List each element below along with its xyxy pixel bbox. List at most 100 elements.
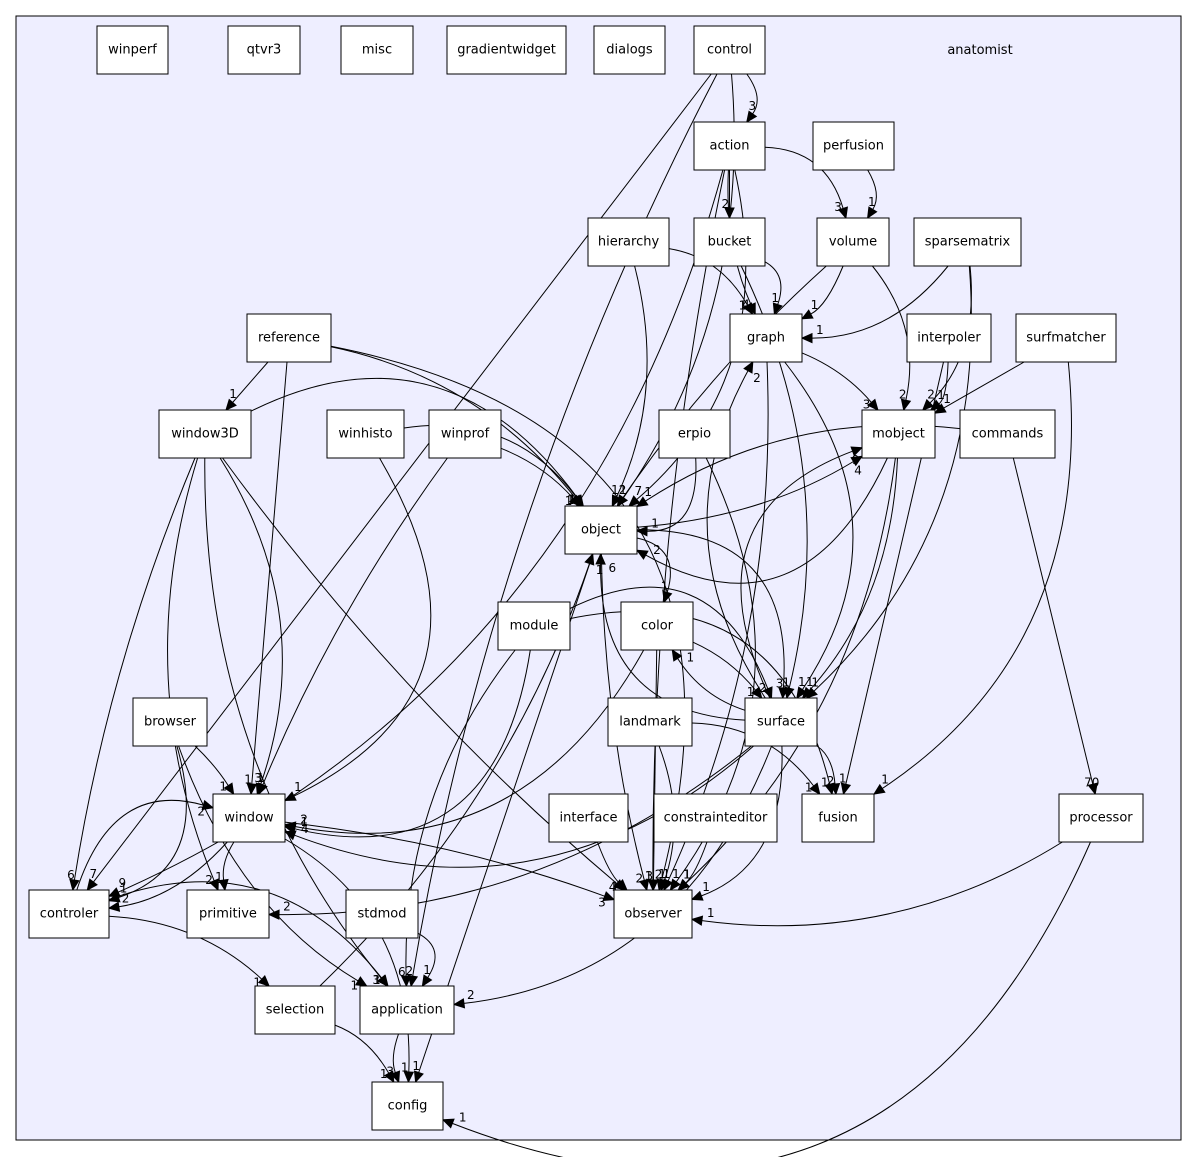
edge-label: 4 — [854, 463, 862, 477]
edge-line — [616, 265, 648, 498]
edge-control-to-action: 3 — [746, 73, 758, 123]
node-config[interactable]: config — [371, 1081, 444, 1131]
edge-control-to-application: 2 — [406, 73, 718, 988]
node-module[interactable]: module — [497, 601, 571, 651]
node-stdmod[interactable]: stdmod — [345, 889, 419, 939]
edge-arrowhead — [659, 878, 670, 892]
node-sparsematrix[interactable]: sparsematrix — [913, 217, 1022, 267]
node-label: surfmatcher — [1026, 331, 1106, 346]
node-label: volume — [829, 235, 877, 250]
edge-label: 1 — [257, 771, 265, 785]
node-landmark[interactable]: landmark — [607, 697, 693, 747]
edge-label: 2 — [300, 812, 308, 826]
edge-label: 1 — [644, 485, 652, 499]
edge-label: 1 — [806, 675, 814, 689]
edge-label: 2 — [406, 964, 414, 978]
node-mobject[interactable]: mobject — [861, 409, 936, 459]
node-application[interactable]: application — [359, 985, 455, 1035]
node-observer[interactable]: observer — [613, 889, 693, 939]
node-box — [913, 217, 1022, 267]
edge-arrowhead — [866, 206, 878, 220]
node-volume[interactable]: volume — [816, 217, 890, 267]
node-gradientwidget[interactable]: gradientwidget — [446, 25, 567, 75]
node-object[interactable]: object — [564, 505, 638, 555]
edge-line — [93, 73, 712, 883]
node-box — [428, 409, 502, 459]
node-controler[interactable]: controler — [28, 889, 110, 939]
edge-action-to-bucket: 2 — [722, 169, 735, 220]
node-dialogs[interactable]: dialogs — [593, 25, 666, 75]
node-interface[interactable]: interface — [548, 793, 629, 843]
node-commands[interactable]: commands — [959, 409, 1056, 459]
edge-label: 3 — [598, 895, 606, 909]
edge-line — [645, 457, 888, 584]
node-qtvr3[interactable]: qtvr3 — [227, 25, 301, 75]
node-window[interactable]: window — [212, 793, 286, 843]
edge-label: 3 — [254, 771, 262, 785]
edge-processor-to-config: 1 — [441, 841, 1091, 1157]
node-control[interactable]: control — [693, 25, 766, 75]
edge-label: 2 — [467, 988, 475, 1002]
node-action[interactable]: action — [693, 121, 766, 171]
edge-label: 3 — [776, 677, 784, 691]
node-reference[interactable]: reference — [246, 313, 332, 363]
edge-volume-to-graph: 1 — [800, 265, 844, 320]
node-window3d[interactable]: window3D — [158, 409, 252, 459]
node-label: stdmod — [358, 907, 407, 922]
edge-label: 2 — [753, 371, 761, 385]
edge-arrowhead — [662, 590, 673, 604]
node-bucket[interactable]: bucket — [693, 217, 766, 267]
node-misc[interactable]: misc — [340, 25, 414, 75]
node-fusion[interactable]: fusion — [801, 793, 875, 843]
edge-arrowhead — [872, 783, 886, 795]
edge-label: 1 — [120, 882, 128, 896]
node-box — [744, 697, 818, 747]
node-box — [861, 409, 936, 459]
node-label: primitive — [199, 907, 257, 922]
edge-arrowhead — [69, 878, 80, 892]
edge-line — [668, 248, 748, 306]
node-hierarchy[interactable]: hierarchy — [587, 217, 670, 267]
edge-line — [294, 745, 754, 868]
node-box — [212, 793, 286, 843]
node-box — [254, 985, 336, 1035]
node-winhisto[interactable]: winhisto — [326, 409, 405, 459]
node-color[interactable]: color — [620, 601, 694, 651]
node-processor[interactable]: processor — [1058, 793, 1144, 843]
node-primitive[interactable]: primitive — [186, 889, 270, 939]
node-browser[interactable]: browser — [132, 697, 208, 747]
node-winprof[interactable]: winprof — [428, 409, 502, 459]
node-interpoler[interactable]: interpoler — [906, 313, 992, 363]
edge-line — [740, 450, 853, 699]
node-selection[interactable]: selection — [254, 985, 336, 1035]
node-box — [653, 793, 778, 843]
edge-processor-to-observer: 1 — [690, 841, 1063, 927]
edge-arrowhead — [377, 974, 389, 987]
edge-surfmatcher-to-mobject: 1 — [933, 361, 1025, 414]
node-label: surface — [757, 715, 805, 730]
edge-line — [232, 361, 269, 403]
node-graph[interactable]: graph — [729, 313, 803, 363]
node-label: winhisto — [338, 427, 392, 442]
edge-perfusion-to-volume: 1 — [866, 169, 878, 220]
node-perfusion[interactable]: perfusion — [812, 121, 895, 171]
edge-arrowhead — [751, 686, 763, 699]
node-surfmatcher[interactable]: surfmatcher — [1015, 313, 1117, 363]
edge-label: 2 — [655, 868, 663, 882]
node-erpio[interactable]: erpio — [658, 409, 731, 459]
edge-arrowhead — [257, 974, 270, 987]
edge-arrowhead — [778, 687, 789, 700]
edge-label: 1 — [661, 579, 669, 593]
edge-line — [412, 73, 718, 977]
edge-arrowhead — [671, 648, 683, 662]
edge-line — [262, 457, 448, 785]
node-constrainteditor[interactable]: constrainteditor — [653, 793, 778, 843]
node-label: gradientwidget — [457, 43, 556, 58]
node-winperf[interactable]: winperf — [96, 25, 169, 75]
edge-label: 2 — [283, 900, 291, 914]
edge-reference-to-window3d: 1 — [225, 361, 269, 411]
node-surface[interactable]: surface — [744, 697, 818, 747]
edge-line — [204, 457, 382, 979]
edge-label: 2 — [899, 388, 907, 402]
edge-label: 1 — [707, 906, 715, 920]
